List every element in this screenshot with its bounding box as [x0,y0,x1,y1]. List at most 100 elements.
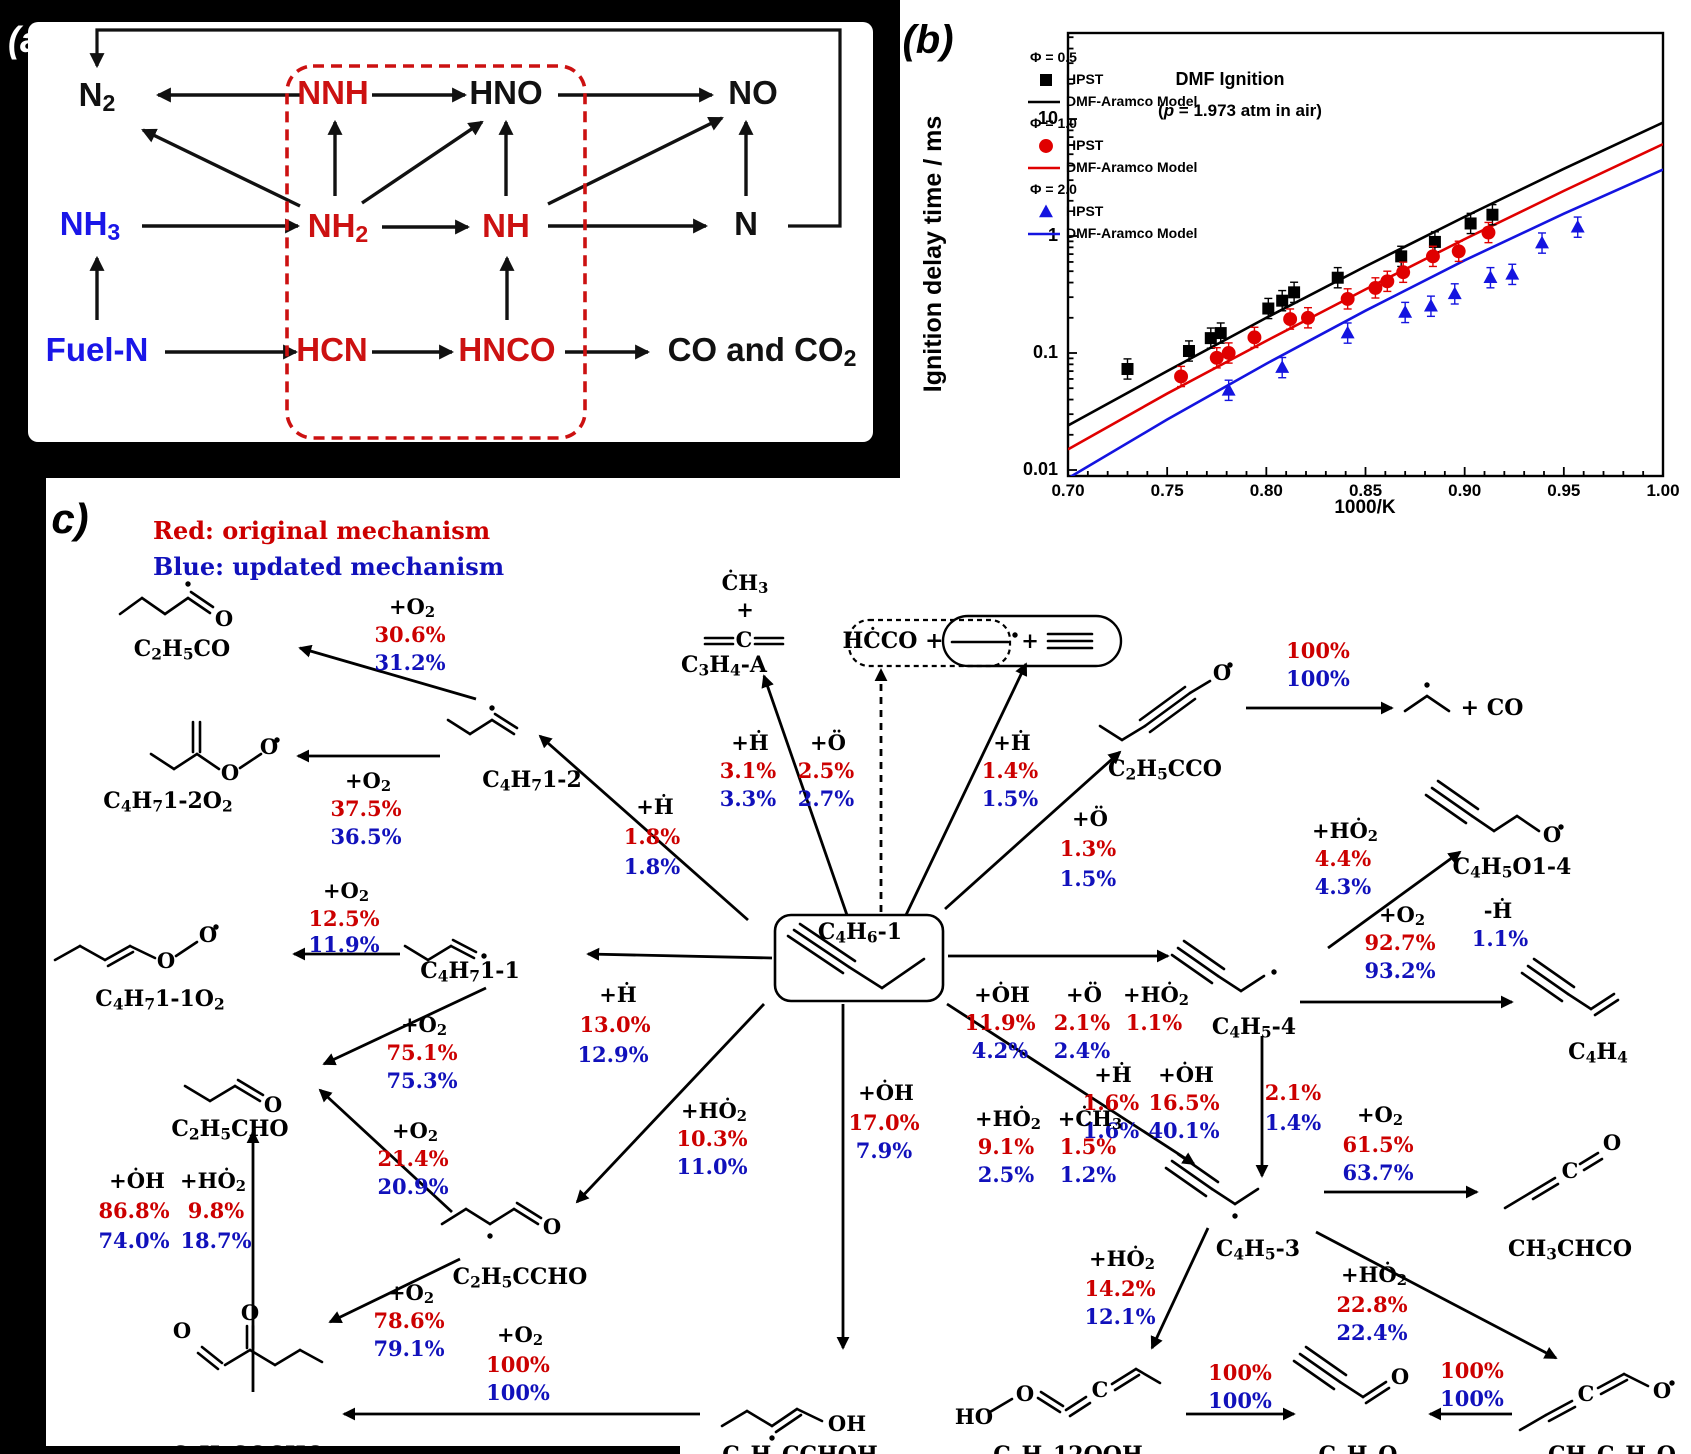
atom-label: HO [955,1404,993,1429]
radical-dot [1558,824,1564,830]
ratio-label: 1.4% [1265,1110,1322,1135]
species-c4h6-12ooh: HOOCC4H612OOH [955,1367,1162,1454]
panel-a-tag: (a) [8,19,52,60]
panel-c-tag: c) [51,495,88,542]
ratio-label: 17.0% [848,1110,919,1135]
ratio-label: 7.9% [856,1138,913,1163]
ratio-label: +O2 [1379,902,1425,930]
atom-label: C [736,627,753,652]
atom-label: C [1562,1158,1579,1183]
ratio-label: +HȮ2 [1123,982,1189,1010]
ratio-label: +Ö [810,730,846,755]
model-line [1069,168,1663,476]
species-label-hcco-group: HĊCO + [842,626,943,654]
radical-dot [1669,1380,1675,1386]
atom-label: O [241,1300,259,1325]
atom-label: O [264,1092,282,1117]
species-label-ethyl-co: + CO [1461,695,1524,721]
reaction-arrows [246,644,1558,1421]
atom-label: O [543,1214,561,1239]
ratio-label: 2.4% [1054,1038,1111,1063]
ratio-label: 100% [486,1352,550,1377]
ratio-label: 14.2% [1084,1276,1155,1301]
species-NH: NH [482,207,530,244]
atom-label: + [736,597,754,622]
ratio-label: +O2 [497,1322,543,1350]
ratio-label: 3.1% [720,758,777,783]
ratio-label: 21.4% [377,1146,448,1171]
species-label-c2h5ccho: C2H5CCHO [453,1264,588,1291]
ratio-label: 11.0% [676,1154,747,1179]
ratio-label: 74.0% [98,1228,169,1253]
legend-hpst: HPST [1066,71,1104,87]
species-label-c2h5cchoh: C2H5CCHOH [722,1442,878,1454]
ratio-label: +ȮH [109,1168,165,1193]
ratio-label: +ĊH3 [1058,1106,1122,1134]
reaction-arrow [1327,850,1462,950]
ratio-label: +O2 [389,594,435,622]
species-label-c4h5-3: C4H5-3 [1216,1236,1300,1263]
species-c4h5-3: C4H5-3 [1164,1152,1300,1263]
ratio-label: 100% [1208,1360,1272,1385]
legend-model: DMF-Aramco Model [1066,93,1197,109]
species-c4h4o: OC4H4O [1292,1345,1409,1454]
ratio-label: 4.3% [1315,874,1372,899]
ratio-label: 9.1% [978,1134,1035,1159]
recycle-arrow [89,28,842,228]
species-label-c3h4-a: C3H4-A [681,652,768,679]
ratio-label: 100% [1440,1358,1504,1383]
radical-dot [213,924,219,930]
atom-label: O [199,922,217,947]
ratio-label: 3.3% [720,786,777,811]
ratio-label: +O2 [323,878,369,906]
ratio-label: +O2 [401,1012,447,1040]
radical-dot [489,705,495,711]
species-ethyl-co: + CO [1403,682,1524,721]
ratio-label: 1.6% [1083,1118,1140,1143]
ratio-label: 12.5% [308,906,379,931]
ratio-label: 9.8% [188,1198,245,1223]
ratio-label: 100% [486,1380,550,1405]
ratio-label: 1.1% [1472,926,1529,951]
ratio-label: +HȮ2 [1089,1246,1155,1274]
ratio-label: 63.7% [1342,1160,1413,1185]
ratio-label: 92.7% [1364,930,1435,955]
reaction-arrow [322,986,487,1066]
atom-label: ĊH3 [722,570,769,598]
ratio-label: 12.1% [1084,1304,1155,1329]
radical-dot [487,1233,493,1239]
reaction-arrow [761,674,850,919]
species-label-c4h5o1-4: C4H5O1-4 [1453,854,1572,881]
species-c4h5-4: C4H5-4 [1170,939,1296,1041]
species-label-c2h5cco: C2H5CCO [1108,756,1222,783]
ratio-label: 13.0% [579,1012,650,1037]
species-label-c4h6-12ooh: C4H612OOH [993,1442,1142,1454]
radical-dot [185,581,191,587]
radical-dot [1012,632,1018,638]
radical-dot [1227,662,1233,668]
species-label-c4h71-1: C4H71-1 [420,958,520,985]
ratio-label: 79.1% [373,1336,444,1361]
species-c3h4-a: C ĊH3+ C3H4-A [681,570,785,679]
panel-b-ignition-chart: (b)0.700.750.800.850.900.951.001010.10.0… [902,18,1679,518]
atom-label: O [260,734,278,759]
ratio-label: +HȮ2 [1312,818,1378,846]
species-N2: N2 [79,76,116,116]
reaction-arrow [298,644,477,701]
atom-label: C [1578,1381,1595,1406]
ratio-label: 100% [1440,1386,1504,1411]
reaction-arrow [328,1257,461,1324]
legend-phi: Φ = 0.5 [1030,49,1077,65]
ratio-label: 2.5% [978,1162,1035,1187]
ratio-label: +Ö [1072,806,1108,831]
ratio-label: +HȮ2 [180,1168,246,1196]
atom-label: O [173,1318,191,1343]
ratio-label: +ȮH [858,1080,914,1105]
